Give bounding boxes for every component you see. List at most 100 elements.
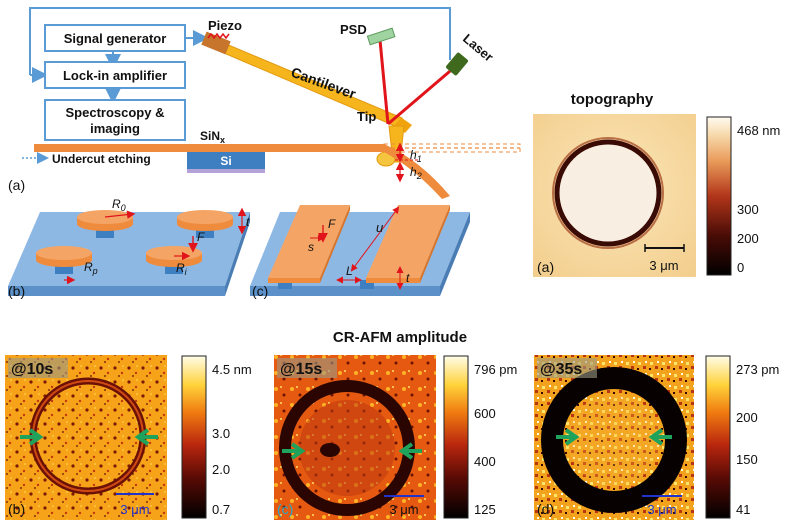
colorbar-10s <box>181 355 207 519</box>
topography-membrane <box>557 142 659 244</box>
h2-label: h2 <box>410 165 422 181</box>
topography-tick-bottom: 0 <box>737 260 744 275</box>
time-badge-10s <box>8 358 68 378</box>
strip-force-label: F <box>328 217 336 231</box>
arrow-right-15s <box>398 442 422 460</box>
rp-label: Rp <box>84 260 98 276</box>
arrow-right-10s <box>134 428 158 446</box>
time-badge-35s <box>537 358 597 378</box>
topography-scalebar-label: 3 μm <box>649 258 678 273</box>
scalebar-label-10s: 3 μm <box>120 502 149 517</box>
ri-label: Ri <box>176 261 188 277</box>
panel-label-a: (a) <box>8 177 25 193</box>
tick-15s-top: 796 pm <box>474 362 517 377</box>
tick-35s-2: 200 <box>736 410 758 425</box>
tick-10s-top: 4.5 nm <box>212 362 252 377</box>
spectroscopy-label-2: imaging <box>90 121 140 136</box>
crafm-defect-15s <box>320 443 340 457</box>
crafm-panel-35s: @35s 3 μm (d) 273 pm 200 150 41 <box>534 355 779 520</box>
time-label-35s: @35s <box>540 361 582 378</box>
s-label: s <box>308 240 314 254</box>
disc-1 <box>77 210 133 238</box>
topography-panel-label: (a) <box>537 259 554 275</box>
h1-label: h1 <box>410 148 422 164</box>
si-label: Si <box>220 154 231 168</box>
strip-thickness-label: t <box>406 271 410 285</box>
r0-arrow <box>104 210 136 219</box>
disc-geometry-panel: R0 Rp Ri F t (b) <box>8 197 250 299</box>
arrow-left-10s <box>20 428 44 446</box>
spectroscopy-block <box>44 99 186 141</box>
time-label-15s: @15s <box>280 361 322 378</box>
disc-substrate-front <box>8 286 225 296</box>
undercut-label: Undercut etching <box>52 152 151 166</box>
crafm-panel-15s: @15s 3 μm (c) 796 pm 600 400 125 <box>274 355 517 520</box>
panel-label-b: (b) <box>8 283 25 299</box>
tick-10s-3: 2.0 <box>212 462 230 477</box>
time-badge-15s <box>277 358 337 378</box>
sinx-label: SiNx <box>200 129 225 145</box>
tick-10s-2: 3.0 <box>212 426 230 441</box>
panel-label-35s: (d) <box>537 501 554 517</box>
topography-colorbar <box>706 116 732 276</box>
topography-panel: topography 3 μm (a) 468 nm 300 200 0 <box>533 91 780 277</box>
scalebar-label-35s: 3 μm <box>647 502 676 517</box>
lockin-block <box>44 61 186 89</box>
crafm-center-texture-35s <box>568 394 660 486</box>
crafm-center-15s <box>299 400 395 496</box>
colorbar-35s <box>705 355 731 519</box>
signal-generator-block <box>44 24 186 52</box>
psd-label: PSD <box>340 22 367 37</box>
strip-geometry-panel: F s u L t (c) <box>250 205 470 299</box>
afm-schematic: Signal generator Lock-in amplifier Spect… <box>8 7 521 199</box>
lockin-label: Lock-in amplifier <box>63 68 167 83</box>
u-arrow <box>350 206 400 272</box>
tip-label: Tip <box>357 109 376 124</box>
piezo-signal-icon <box>207 32 230 40</box>
panel-label-10s: (b) <box>8 501 25 517</box>
laser-source <box>446 52 468 76</box>
colorbar-15s <box>443 355 469 519</box>
strip-substrate-side <box>440 212 470 296</box>
topography-tick-top: 468 nm <box>737 123 780 138</box>
arrow-left-15s <box>282 442 306 460</box>
tick-15s-2: 600 <box>474 406 496 421</box>
si-substrate <box>187 152 265 169</box>
piezo-label: Piezo <box>208 18 242 33</box>
tick-15s-3: 400 <box>474 454 496 469</box>
tick-35s-3: 150 <box>736 452 758 467</box>
topography-ring <box>554 139 662 247</box>
tick-15s-bottom: 125 <box>474 502 496 517</box>
spectroscopy-label-1: Spectroscopy & <box>66 105 165 120</box>
scalebar-label-15s: 3 μm <box>389 502 418 517</box>
feedback-loop-line <box>29 7 451 60</box>
arrow-left-35s <box>556 428 580 446</box>
laser-beam-incident <box>387 64 457 126</box>
psd-detector <box>366 27 396 46</box>
signal-generator-label: Signal generator <box>64 31 167 46</box>
topography-tick-2: 300 <box>737 202 759 217</box>
tick-10s-bottom: 0.7 <box>212 502 230 517</box>
disc-2 <box>177 210 233 238</box>
tick-35s-bottom: 41 <box>736 502 750 517</box>
crafm-ring-35s <box>541 367 687 513</box>
undeflected-outline <box>383 143 521 153</box>
crafm-title: CR-AFM amplitude <box>333 329 467 346</box>
tick-35s-top: 273 pm <box>736 362 779 377</box>
sinx-membrane <box>34 144 384 152</box>
strip-substrate-front <box>250 286 440 296</box>
panel-label-15s: (c) <box>277 501 293 517</box>
topography-tick-3: 200 <box>737 231 759 246</box>
disc-force-label: F <box>197 230 205 244</box>
panel-label-c: (c) <box>252 283 268 299</box>
disc-3 <box>36 246 92 274</box>
r0-label: R0 <box>112 197 126 213</box>
crafm-panel-10s: @10s 3 μm (b) 4.5 nm 3.0 2.0 0.7 <box>5 355 252 520</box>
time-label-10s: @10s <box>11 361 53 378</box>
L-label: L <box>346 264 353 278</box>
u-label: u <box>376 220 383 235</box>
disc-thickness-label: t <box>246 215 250 229</box>
substrate-hatch <box>187 169 265 173</box>
topography-title: topography <box>571 91 654 108</box>
